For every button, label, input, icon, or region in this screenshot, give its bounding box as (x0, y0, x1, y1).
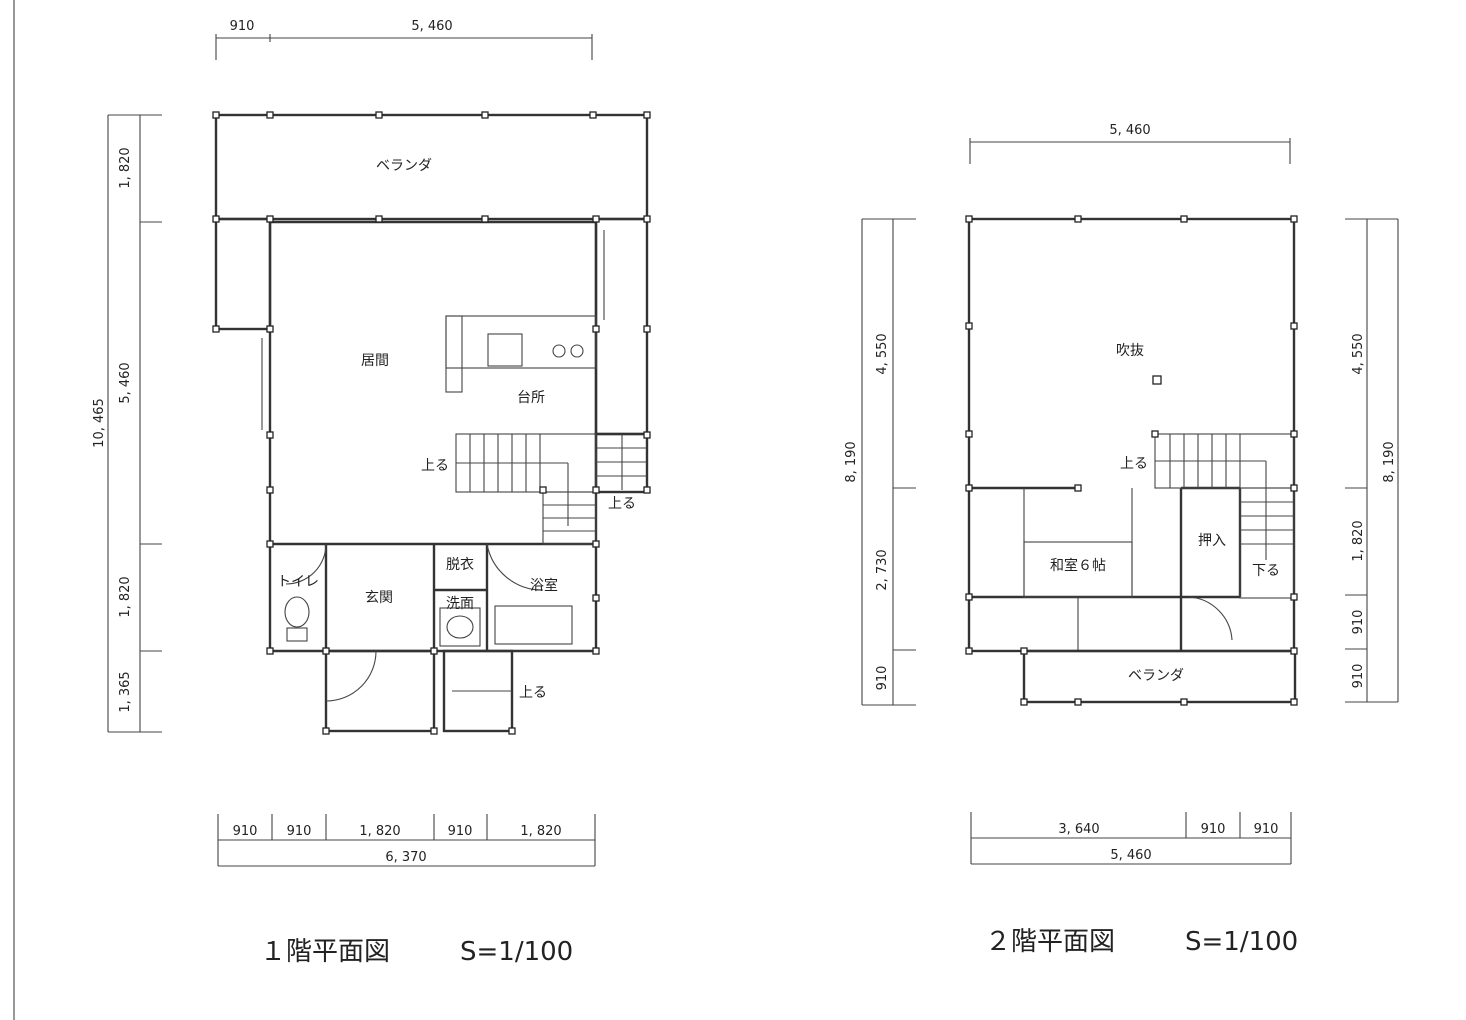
floor1-dressing-label: 脱衣 (446, 557, 474, 573)
floor1-top-dim-1: 910 (230, 19, 255, 34)
floor2-walls (967, 217, 1296, 653)
floor2-right-dimension: 4, 550 1, 820 910 910 8, 190 (1345, 218, 1399, 703)
floor2-left-dimension: 4, 550 2, 730 910 8, 190 (844, 218, 916, 706)
floor2-veranda-label: ベランダ (1128, 668, 1184, 684)
floor1-bottom-dim-2: 910 (287, 824, 312, 839)
floor1-veranda: ベランダ (214, 113, 649, 494)
floor1-bottom-dim-3: 1, 820 (359, 824, 400, 839)
floor2-veranda: ベランダ (1022, 649, 1297, 704)
floor2-bottom-total: 5, 460 (1110, 848, 1151, 863)
floor1-top-dim-2: 5, 460 (411, 19, 452, 34)
floor2-japanese-room-label: 和室６帖 (1050, 557, 1106, 574)
floor1-veranda-label: ベランダ (376, 158, 432, 174)
floor1-stairs: 上る 上る (421, 433, 647, 545)
floor1-plan: 910 5, 460 1, 820 5, 460 1, 820 1, 365 1… (92, 19, 651, 967)
floor1-washroom-label: 洗面 (446, 596, 474, 612)
floor1-left-dim-2: 5, 460 (118, 362, 133, 403)
floor2-right-dim-4: 910 (1351, 664, 1366, 689)
floor1-living-label: 居間 (361, 353, 389, 369)
floor2-title: ２階平面図 (985, 927, 1115, 957)
floor2-bottom-dim-3: 910 (1254, 822, 1279, 837)
floor2-stair-down-label: 下る (1252, 563, 1280, 579)
floor2-closet-label: 押入 (1198, 533, 1226, 549)
floor1-kitchen-counter (445, 315, 597, 393)
floor2-right-dim-2: 1, 820 (1351, 520, 1366, 561)
floor2-left-dim-3: 910 (875, 666, 890, 691)
floor1-left-dimension: 1, 820 5, 460 1, 820 1, 365 10, 465 (92, 114, 162, 733)
floor1-bottom-dim-1: 910 (233, 824, 258, 839)
floor1-left-dim-4: 1, 365 (118, 671, 133, 712)
floor1-bottom-dimension: 910 910 1, 820 910 1, 820 6, 370 (217, 814, 596, 867)
floor2-right-dim-3: 910 (1351, 610, 1366, 635)
floor1-stair-up-label: 上る (421, 458, 449, 474)
floor2-bottom-dim-1: 3, 640 (1058, 822, 1099, 837)
floor1-entrance-label: 玄関 (365, 589, 393, 606)
floor2-stairs: 上る 下る (1120, 433, 1295, 599)
floor1-left-dim-3: 1, 820 (118, 576, 133, 617)
floor2-right-total: 8, 190 (1382, 441, 1397, 482)
floor1-posts (212, 111, 651, 735)
floor2-left-dim-2: 2, 730 (875, 549, 890, 590)
floor1-toilet-label: トイレ (277, 574, 319, 590)
floor2-bottom-dimension: 3, 640 910 910 5, 460 (970, 812, 1292, 865)
floor2-void-label: 吹抜 (1116, 343, 1144, 359)
floor1-left-total: 10, 465 (92, 398, 107, 448)
floor2-right-dim-1: 4, 550 (1351, 333, 1366, 374)
floor1-title: １階平面図 (260, 937, 390, 967)
floor1-stair-up-right-label: 上る (608, 496, 636, 512)
floor1-fixtures (284, 543, 573, 647)
floor1-stair-up-bottom-label: 上る (519, 685, 547, 701)
floor1-scale: S=1/100 (460, 937, 573, 967)
floor2-void-marker (1152, 375, 1162, 385)
floor2-plan: 5, 460 4, 550 2, 730 910 8, 190 4, 550 1… (844, 123, 1399, 957)
floor2-stair-up-label: 上る (1120, 456, 1148, 472)
floor1-left-dim-1: 1, 820 (118, 147, 133, 188)
floor1-bottom-dim-5: 1, 820 (520, 824, 561, 839)
floor2-left-total: 8, 190 (844, 441, 859, 482)
floor1-top-dimension: 910 5, 460 (215, 19, 593, 60)
floor2-top-dimension: 5, 460 (969, 123, 1291, 164)
floor2-bottom-dim-2: 910 (1201, 822, 1226, 837)
floor2-left-dim-1: 4, 550 (875, 333, 890, 374)
floor2-scale: S=1/100 (1185, 927, 1298, 957)
floor1-entrance-deck: 上る (324, 649, 547, 733)
floor2-top-dim: 5, 460 (1109, 123, 1150, 138)
floor1-bath-label: 浴室 (530, 577, 558, 594)
floor1-bottom-dim-4: 910 (448, 824, 473, 839)
floor1-kitchen-label: 台所 (517, 390, 545, 406)
floor1-bottom-total: 6, 370 (385, 850, 426, 865)
floor2-posts (965, 215, 1298, 706)
